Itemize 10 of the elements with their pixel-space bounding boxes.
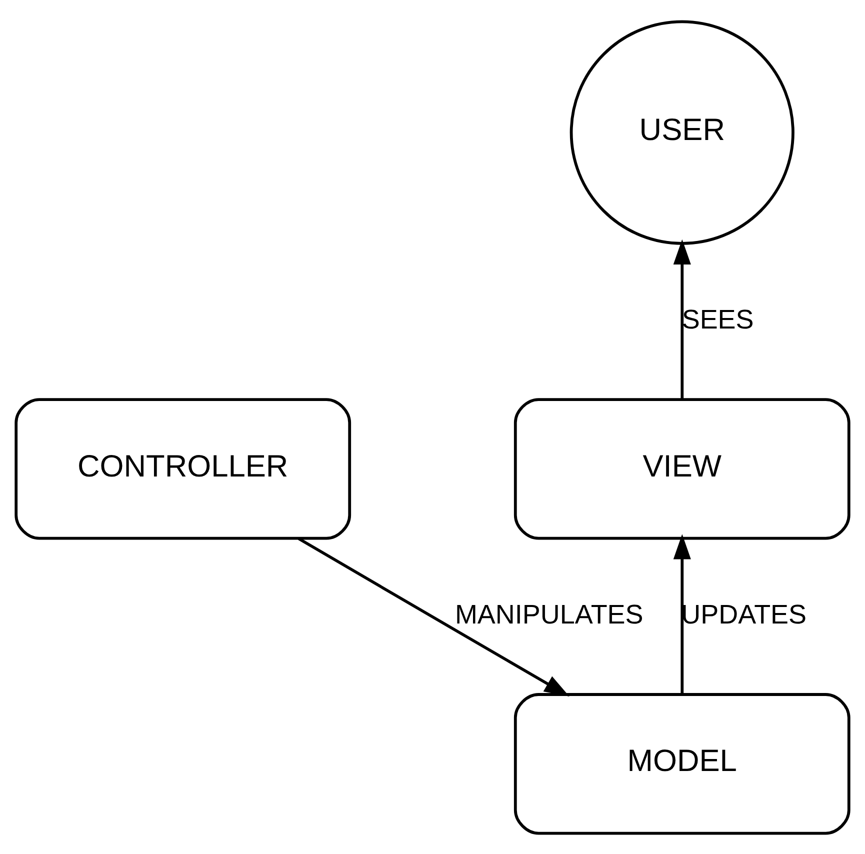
node-box: VIEW <box>514 398 850 540</box>
node-circle: USER <box>570 20 794 244</box>
arrow <box>298 536 570 696</box>
edge-label: UPDATES <box>681 599 807 630</box>
node-box: CONTROLLER <box>14 398 352 540</box>
edge-label: MANIPULATES <box>454 599 644 630</box>
node-box: MODEL <box>514 692 850 834</box>
arrow <box>673 238 691 398</box>
edge-label: SEES <box>682 304 754 334</box>
arrow <box>673 534 691 694</box>
